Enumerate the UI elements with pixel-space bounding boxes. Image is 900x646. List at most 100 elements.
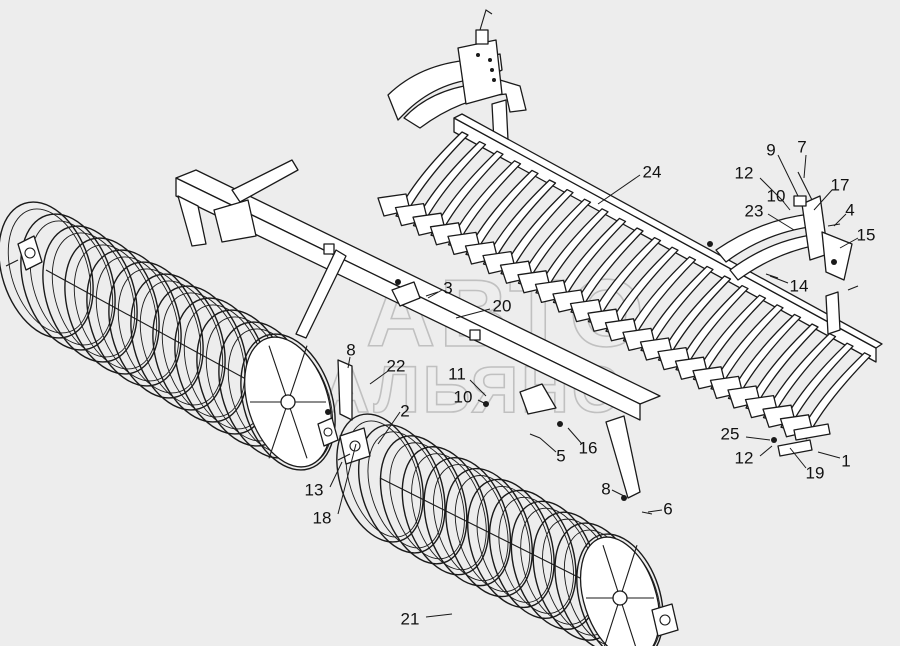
roller-spoke	[268, 345, 289, 403]
roller-spoke	[603, 597, 621, 646]
roller-spoke	[287, 345, 308, 403]
callout-leader	[839, 237, 859, 249]
callout-leader	[469, 379, 487, 397]
callout-label: 4	[845, 200, 854, 219]
callout-label: 10	[454, 387, 473, 406]
roller-coil-inner	[433, 464, 509, 582]
roller-coil-inner	[367, 431, 444, 549]
roller-spoke	[602, 545, 621, 599]
roller-coil	[130, 273, 226, 411]
roller-coil	[42, 225, 138, 363]
callout-15: 15	[839, 225, 876, 249]
callout-leader	[611, 489, 625, 497]
callout-label: 8	[601, 479, 610, 498]
callout-9: 9	[766, 140, 799, 197]
callout-8: 8	[346, 340, 356, 369]
callout-leader	[759, 445, 773, 457]
callout-leader	[477, 399, 487, 405]
roller-coil	[86, 249, 182, 387]
roller-coil-inner	[454, 475, 531, 592]
roller-coil	[240, 333, 336, 471]
callout-label: 12	[735, 448, 754, 467]
callout-leader	[647, 509, 663, 513]
roller-coil-inner	[411, 453, 487, 571]
callout-1: 1	[817, 451, 851, 470]
callout-leader	[769, 275, 789, 284]
callout-leader	[539, 437, 557, 453]
callout-11: 11	[448, 364, 487, 397]
callout-leader	[813, 189, 833, 211]
callout-leader	[767, 213, 795, 231]
roller-coil-inner	[29, 220, 114, 346]
callout-12: 12	[735, 445, 773, 467]
roller-rear	[0, 201, 336, 471]
callout-label: 22	[387, 356, 406, 375]
roller-front	[336, 413, 664, 646]
callout-2: 2	[377, 401, 410, 445]
callout-leader	[777, 154, 799, 197]
callout-leader	[833, 213, 847, 227]
callout-7: 7	[797, 137, 807, 179]
callout-12: 12	[735, 163, 785, 203]
callout-13: 13	[305, 461, 343, 499]
roller-coil	[20, 213, 116, 351]
callout-8: 8	[601, 479, 625, 498]
callout-label: 16	[579, 438, 598, 457]
callout-label: 9	[766, 140, 775, 159]
callout-leader	[803, 154, 807, 179]
roller-spoke	[287, 401, 308, 459]
callout-leader	[455, 308, 491, 319]
callout-leader	[337, 443, 357, 515]
roller-coil-inner	[345, 420, 422, 538]
roller-coil	[576, 533, 664, 646]
callout-leader	[329, 461, 343, 488]
callout-label: 13	[305, 480, 324, 499]
callout-3: 3	[427, 278, 453, 299]
callout-label: 20	[493, 296, 512, 315]
callout-label: 8	[346, 340, 355, 359]
roller-coil-inner	[476, 485, 553, 603]
callout-label: 17	[831, 175, 850, 194]
roller-coil	[64, 237, 160, 375]
callout-label: 6	[663, 499, 672, 518]
callout-25: 25	[721, 424, 771, 443]
roller-coil-inner	[498, 496, 574, 614]
callout-16: 16	[567, 427, 598, 457]
callout-14: 14	[769, 275, 808, 295]
callout-leader	[369, 370, 389, 385]
roller-spoke	[619, 597, 637, 646]
callouts: 1234567889101011121213141516171819202122…	[305, 137, 876, 628]
callout-label: 1	[841, 451, 850, 470]
callout-leader	[427, 289, 443, 299]
roller-spoke	[268, 401, 289, 459]
callout-leader	[597, 174, 641, 205]
callout-leader	[817, 451, 841, 459]
callout-label: 12	[735, 163, 754, 182]
fasteners	[5, 223, 859, 515]
arm-assembly-left	[337, 281, 421, 421]
callout-6: 6	[647, 499, 673, 518]
callout-leader	[347, 356, 351, 369]
callout-label: 15	[857, 225, 876, 244]
roller-coil-inner	[389, 442, 465, 560]
callout-leader	[759, 177, 785, 203]
callout-label: 25	[721, 424, 740, 443]
roller-spoke	[619, 545, 638, 599]
callout-24: 24	[597, 162, 661, 205]
scraper-plates	[777, 423, 831, 457]
callout-leader	[745, 436, 771, 441]
callout-22: 22	[369, 356, 406, 385]
callout-5: 5	[539, 437, 566, 465]
callout-17: 17	[813, 175, 850, 211]
callout-20: 20	[455, 296, 512, 319]
callout-label: 7	[797, 137, 806, 156]
callout-label: 3	[443, 278, 452, 297]
arm-assembly-right	[519, 171, 853, 499]
callout-10: 10	[454, 387, 487, 406]
callout-19: 19	[789, 447, 824, 482]
callout-10: 10	[767, 186, 791, 211]
roller-hub	[612, 590, 628, 606]
callout-18: 18	[313, 443, 357, 527]
